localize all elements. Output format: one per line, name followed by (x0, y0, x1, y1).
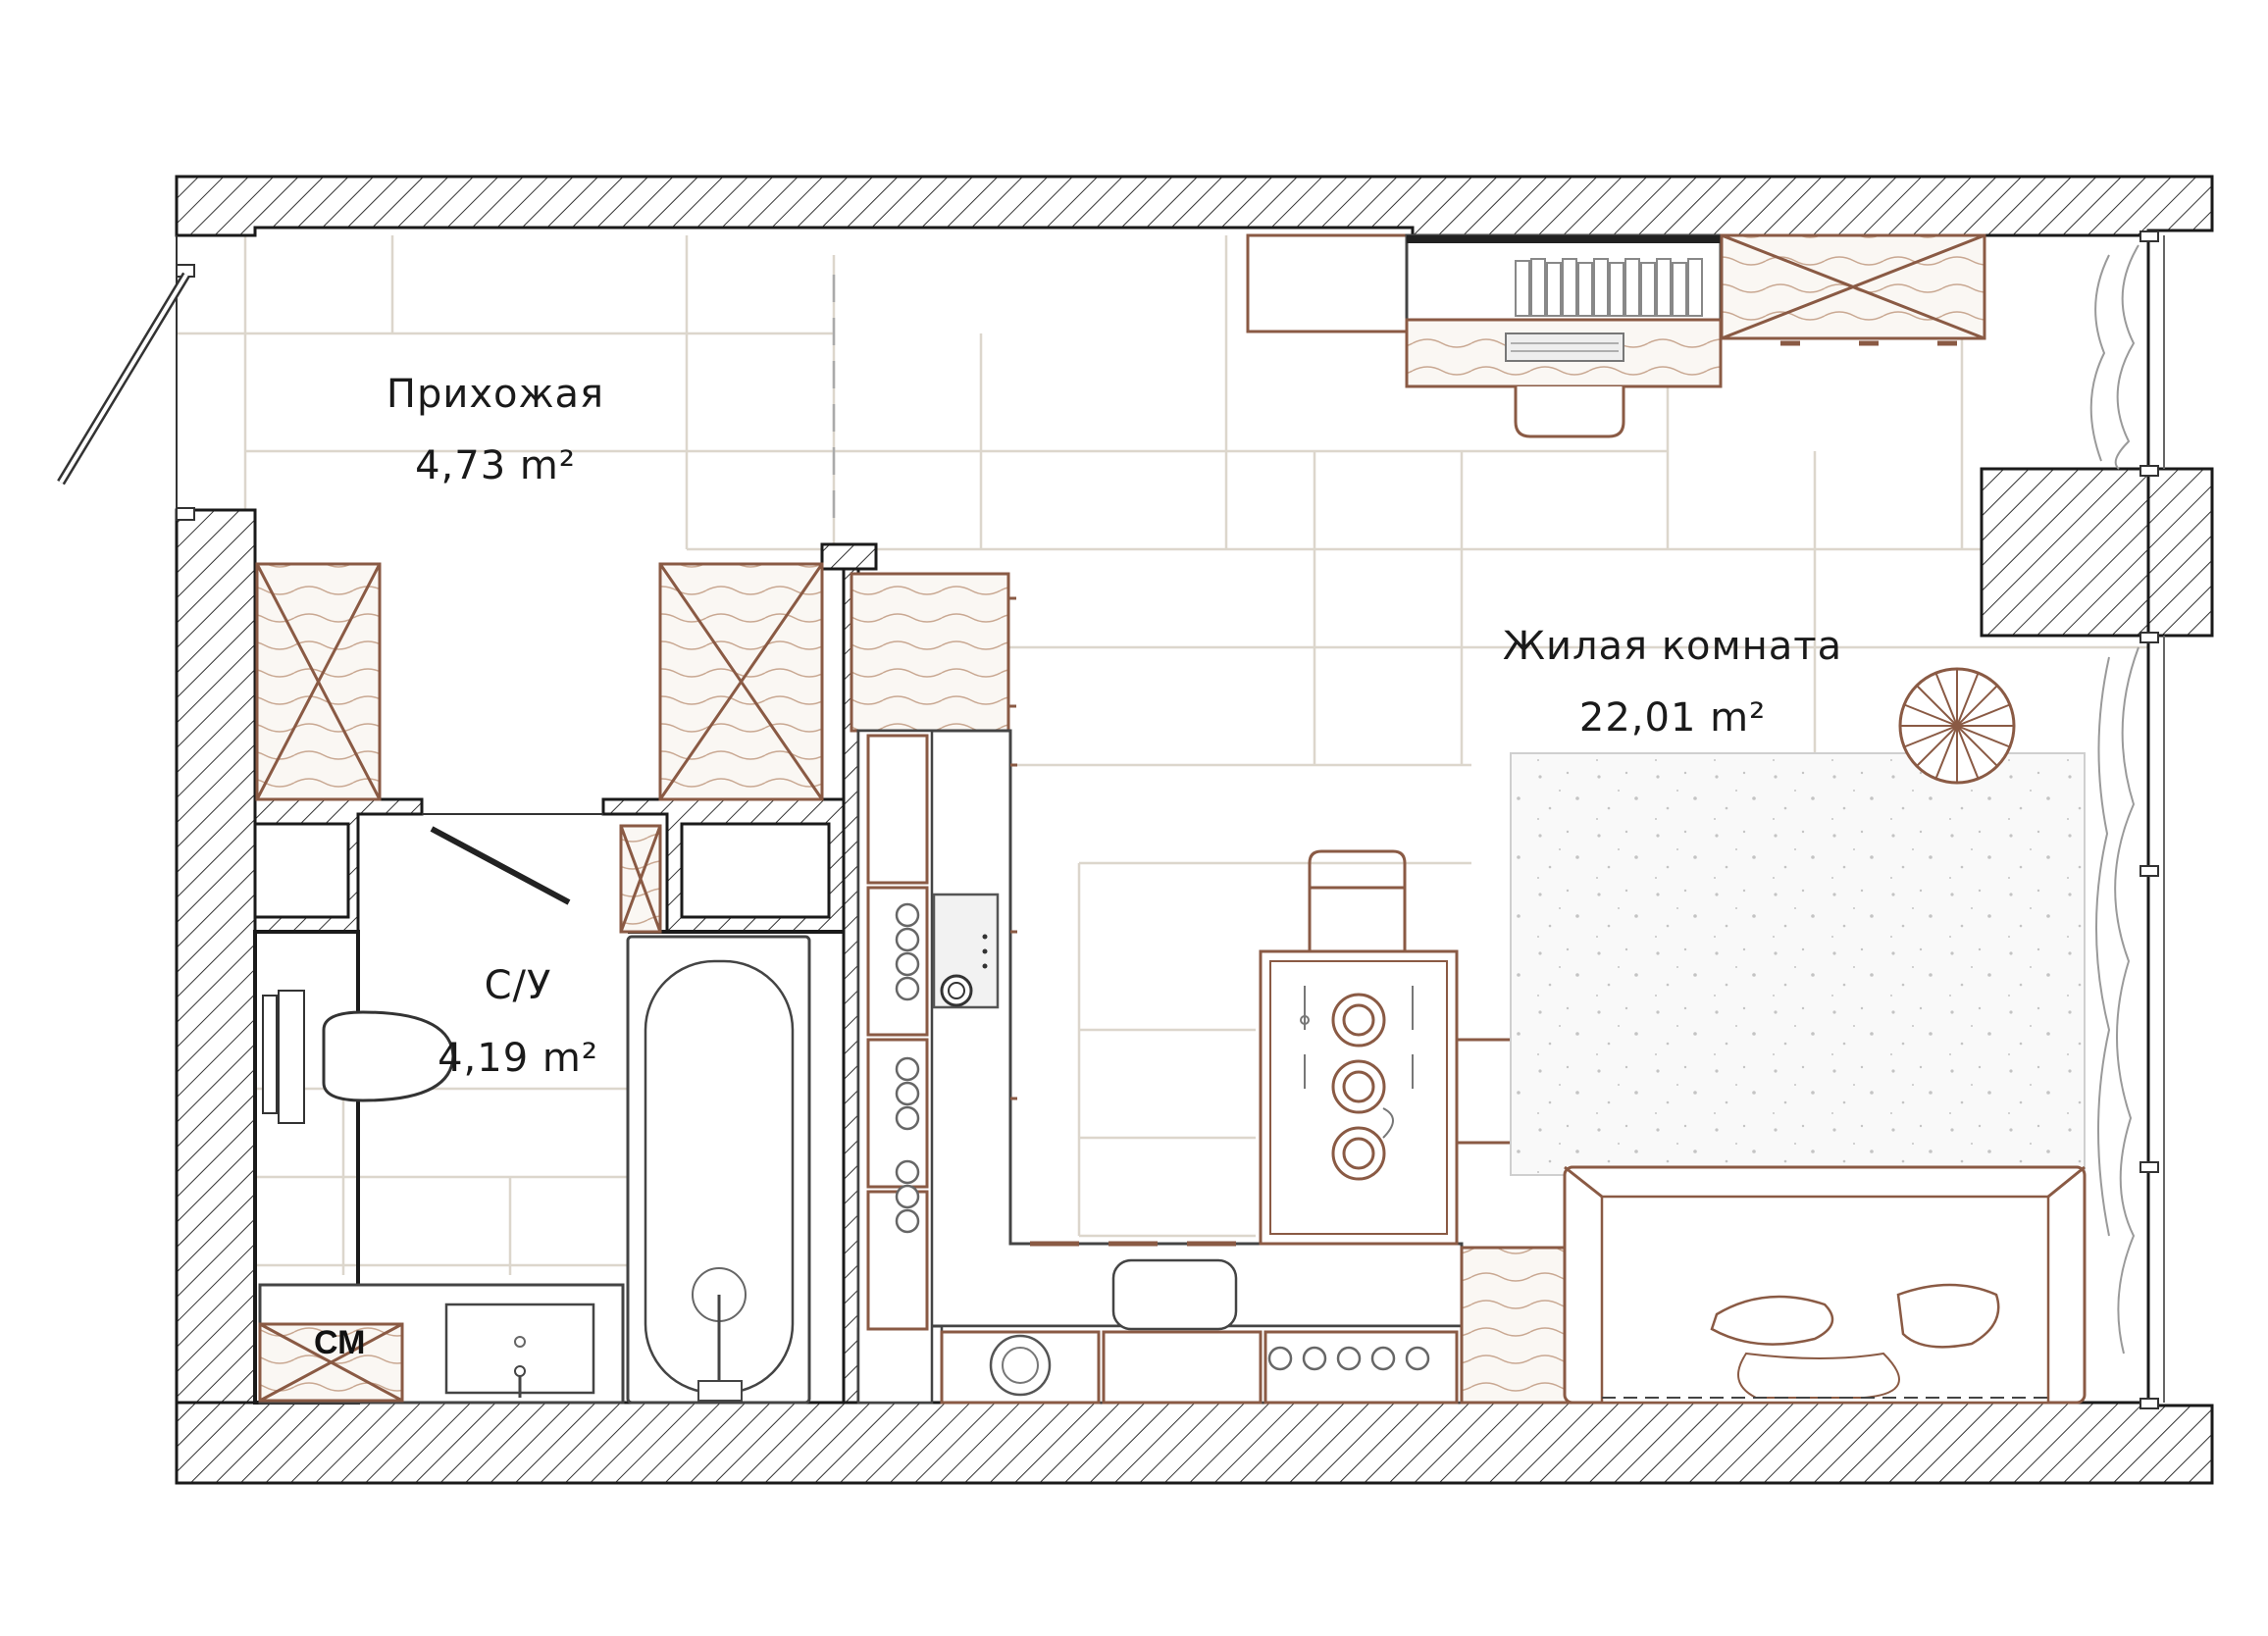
hallway-area: 4,73 m² (415, 443, 576, 488)
living-room-name: Жилая комната (1503, 624, 1842, 669)
bathroom-door (422, 813, 603, 905)
binders (1515, 258, 1703, 317)
kitchen-upper-cabinet (850, 572, 1016, 733)
label-hallway: Прихожая 4,73 m² (387, 372, 604, 488)
curtains (2089, 244, 2139, 1355)
keyboard (1505, 332, 1624, 362)
washing-machine-label: СМ (314, 1324, 365, 1361)
exterior-walls (175, 175, 2214, 1485)
kitchen-sink (1111, 1258, 1238, 1331)
bathtub (626, 935, 811, 1405)
sofa (1563, 1165, 2087, 1405)
desk-chair (1514, 386, 1625, 438)
rug (1510, 752, 2086, 1176)
label-bathroom: С/У 4,19 m² (438, 963, 598, 1081)
hallway-name: Прихожая (387, 372, 604, 417)
hallway-wardrobe-left (255, 562, 382, 801)
label-living-room: Жилая комната 22,01 m² (1503, 624, 1842, 741)
toilet (262, 990, 455, 1124)
entrance-door (57, 235, 195, 521)
interior-walls (253, 542, 878, 1405)
bathroom-niche-cabinet (619, 824, 662, 934)
side-cabinet (1460, 1246, 1572, 1405)
living-room-area: 22,01 m² (1579, 695, 1766, 741)
hallway-wardrobe-right (658, 562, 824, 801)
wardrobe-top-right (1720, 233, 1986, 346)
dish-stacks (895, 902, 1430, 1371)
cooktop (932, 893, 1000, 1009)
bathroom-name: С/У (485, 963, 552, 1008)
desk (1246, 233, 1723, 438)
window-frame (2139, 230, 2159, 1409)
plant (1898, 667, 2016, 785)
washing-machine: СМ (258, 1322, 404, 1403)
bathroom-area: 4,19 m² (438, 1036, 598, 1081)
oven-dial (989, 1334, 1052, 1397)
